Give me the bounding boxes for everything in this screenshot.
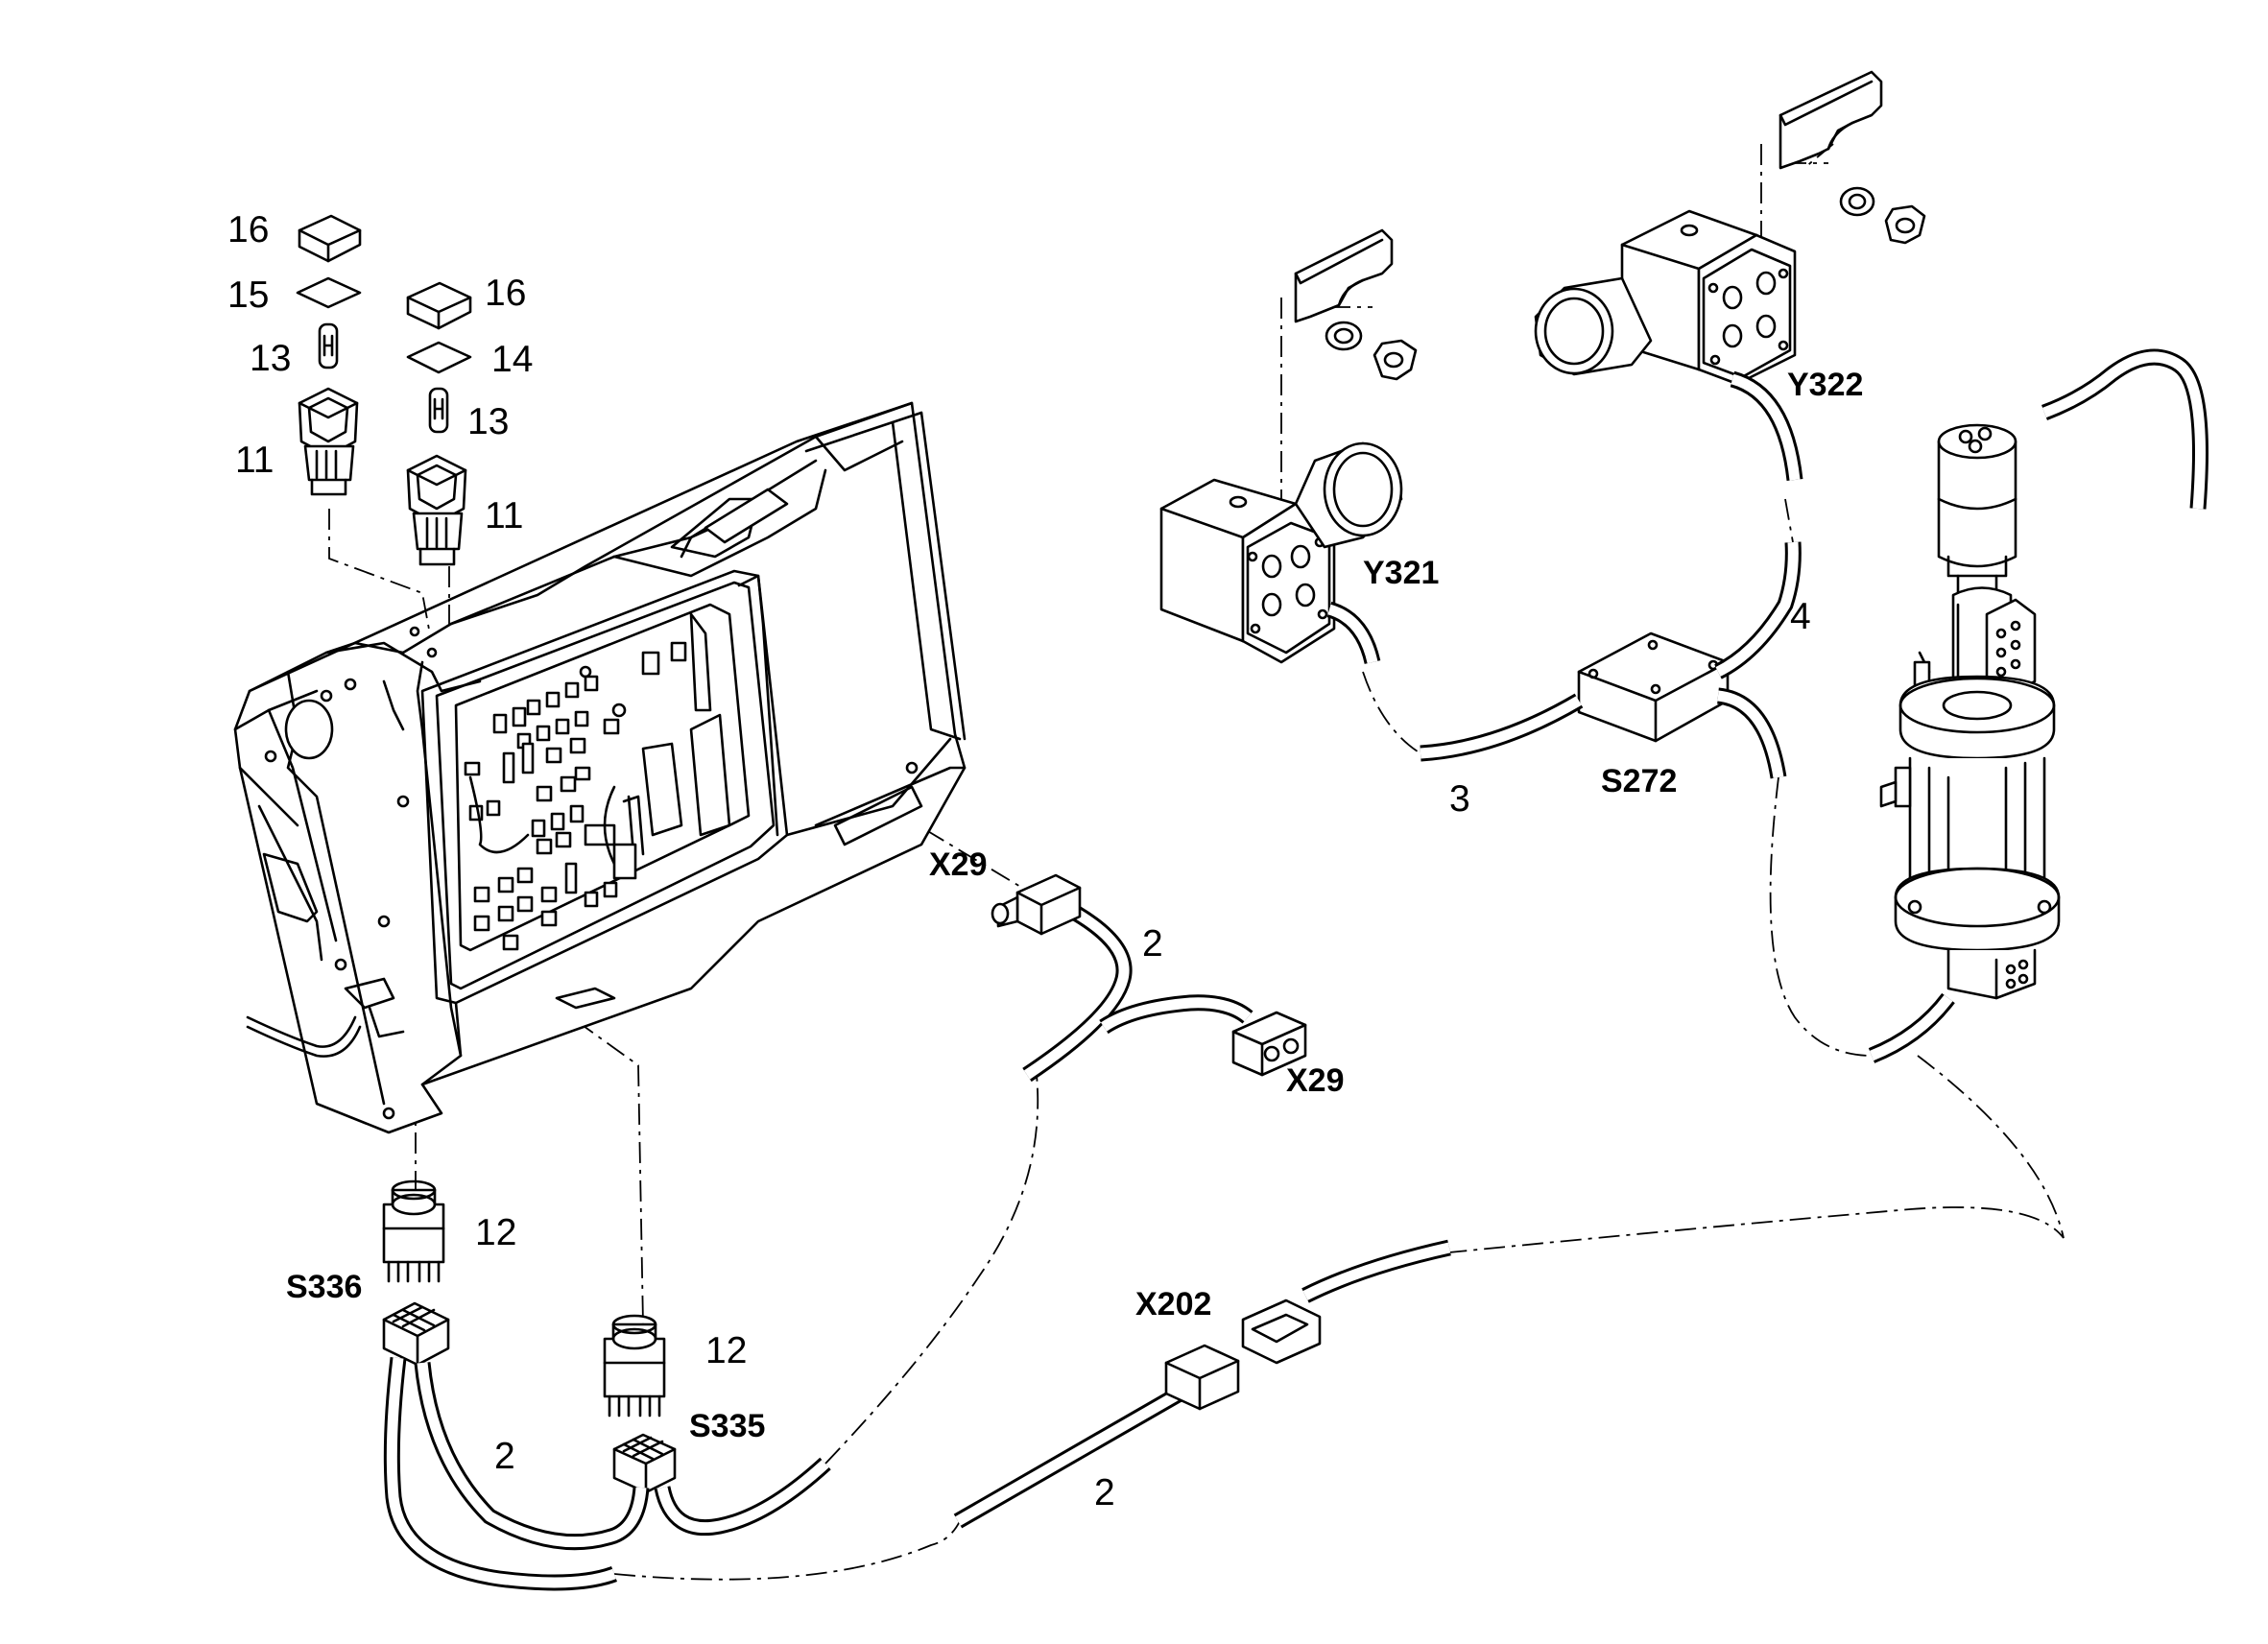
connector-x29-bottom: [1231, 1011, 1307, 1077]
label-part-13b: 13: [467, 401, 509, 442]
bracket-y322: [1779, 70, 1926, 245]
part-labels: 16 15 13 11 16 14 13 11 12 12 2 2 2 3 4 …: [227, 209, 1863, 1513]
lens-cap-16b: [406, 281, 472, 330]
connector-x202-male: [1164, 1344, 1240, 1411]
switch-s335-assembly: [603, 1314, 677, 1494]
label-part-2c: 2: [1094, 1472, 1115, 1513]
label-y322: Y322: [1787, 367, 1863, 403]
pcb-components: [464, 641, 687, 951]
filter-14: [406, 341, 472, 374]
label-s272: S272: [1601, 763, 1677, 799]
label-part-3: 3: [1449, 778, 1470, 820]
bulb-13b: [428, 387, 449, 434]
lens-cap-16a: [298, 214, 362, 263]
label-part-2b: 2: [494, 1436, 515, 1477]
label-y321: Y321: [1363, 555, 1439, 591]
label-part-4: 4: [1790, 596, 1811, 637]
wire-harness-2: [383, 894, 1451, 1591]
label-part-2a: 2: [1142, 923, 1163, 965]
filter-15: [296, 276, 362, 309]
switch-s336-assembly: [382, 1179, 450, 1367]
label-part-13a: 13: [250, 338, 291, 379]
label-part-12b: 12: [705, 1330, 747, 1371]
label-part-11a: 11: [235, 440, 275, 481]
label-s336: S336: [286, 1269, 362, 1305]
connector-x202-female: [1241, 1299, 1322, 1365]
bracket-y321: [1294, 228, 1418, 381]
label-part-11b: 11: [485, 495, 524, 536]
control-box-housing: [233, 401, 967, 1134]
valve-motor-unit: [1868, 348, 2208, 1063]
label-part-16b: 16: [485, 273, 526, 314]
label-x29-top: X29: [929, 846, 988, 883]
junction-box-s272: [1420, 541, 1802, 779]
label-x202: X202: [1135, 1286, 1211, 1322]
label-part-12a: 12: [475, 1212, 516, 1253]
indicator-parts-left: [296, 214, 362, 496]
label-x29-bottom: X29: [1286, 1062, 1345, 1099]
solenoid-y321: [1159, 441, 1403, 665]
label-part-16a: 16: [227, 209, 269, 250]
label-part-15: 15: [227, 274, 269, 316]
solenoid-y322: [1534, 209, 1803, 481]
connector-x29-top: [991, 873, 1082, 936]
indicator-parts-right: [406, 281, 472, 566]
label-s335: S335: [689, 1408, 765, 1444]
label-part-14: 14: [491, 339, 533, 380]
